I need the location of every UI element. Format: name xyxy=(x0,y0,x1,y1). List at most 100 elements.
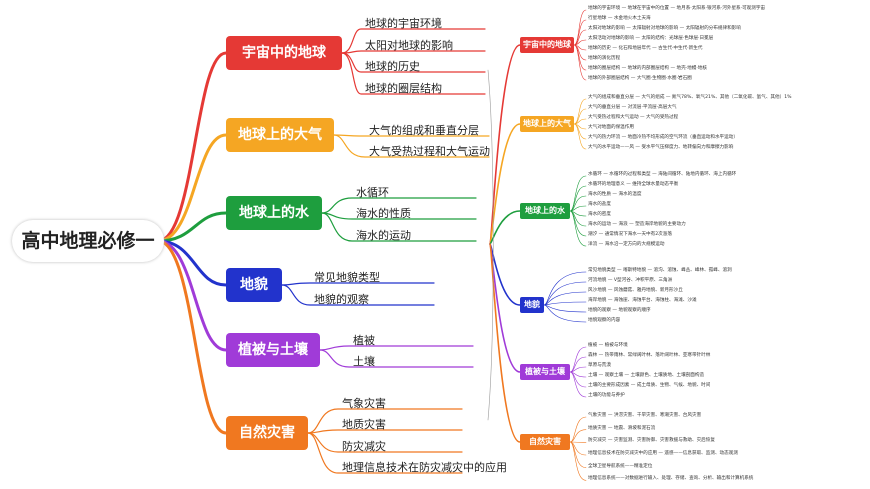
branch-label: 地球上的大气 xyxy=(238,127,322,143)
connector-veg-leaf-0 xyxy=(319,345,474,351)
leaf-water-0[interactable]: 水循环 xyxy=(356,186,389,199)
right-line-0-5: 地球的演化历程 xyxy=(588,56,621,61)
right-line-2-5: 海水的运动 — 海浪 — 塑造海岸地貌的主要动力 xyxy=(588,222,686,227)
right-sub-connector-5-0 xyxy=(569,416,587,443)
right-sub-connector-4-5 xyxy=(569,371,587,398)
right-line-0-4: 地球的历史 — 化石和地层年代 — 古生代·中生代·新生代 xyxy=(588,46,703,51)
leaf-water-2[interactable]: 海水的运动 xyxy=(356,229,411,242)
right-branch-5[interactable]: 自然灾害 xyxy=(520,434,570,450)
branch-label: 植被与土壤 xyxy=(238,342,308,358)
right-line-0-0: 地球的宇宙环境 — 地球在宇宙中的位置 — 地月系·太阳系·银河系·河外星系·可… xyxy=(588,6,766,11)
right-line-2-2: 海水的性质 — 海水的温度 xyxy=(588,192,642,197)
branch-disaster[interactable]: 自然灾害 xyxy=(226,416,308,450)
right-line-3-4: 地貌的观察 — 地貌观察的顺序 xyxy=(588,308,651,313)
right-line-0-2: 太阳对地球的影响 — 太阳辐射对地球的影响 — 太阳辐射的分布规律和影响 xyxy=(588,26,741,31)
leaf-disaster-3[interactable]: 地理信息技术在防灾减灾中的应用 xyxy=(342,461,507,474)
leaf-veg-1[interactable]: 土壤 xyxy=(353,355,375,368)
branch-label: 地球上的水 xyxy=(239,205,309,221)
connector-disaster-leaf-0 xyxy=(307,408,463,434)
connector-veg-leaf-1 xyxy=(319,349,474,368)
right-sub-connector-1-5 xyxy=(573,123,587,150)
connector-atmos-leaf-1 xyxy=(333,134,490,158)
connector-disaster-leaf-3 xyxy=(307,432,463,474)
right-line-1-1: 大气的垂直分层 — 对流层·平流层·高层大气 xyxy=(588,105,677,110)
right-branch-4[interactable]: 植被与土壤 xyxy=(520,364,570,380)
connector-land-leaf-1 xyxy=(281,284,435,306)
right-line-2-0: 水循环 — 水循环的过程和类型 — 海陆间循环、陆地内循环、海上内循环 xyxy=(588,172,737,177)
right-line-1-3: 大气对地面的保温作用 xyxy=(588,125,634,130)
connector-root-space xyxy=(156,51,228,243)
right-line-4-0: 植被 — 植被与环境 xyxy=(588,343,628,348)
right-line-5-5: 地理信息系统——对数据进行输入、处理、存储、查询、分析、输出和计算机系统 xyxy=(588,476,754,482)
right-sub-connector-3-5 xyxy=(543,304,587,323)
connector-root-water xyxy=(156,211,228,243)
leaf-water-1[interactable]: 海水的性质 xyxy=(356,207,411,220)
right-sub-connector-0-7 xyxy=(573,44,587,81)
right-spine xyxy=(487,69,494,421)
leaf-disaster-1[interactable]: 地质灾害 xyxy=(342,418,386,431)
connector-water-leaf-0 xyxy=(321,197,477,214)
branch-space[interactable]: 宇宙中的地球 xyxy=(226,36,342,70)
branch-water[interactable]: 地球上的水 xyxy=(226,196,322,230)
right-line-5-3: 地理信息技术在防灾减灾中的应用 — 遥感——信息获取、监测、动态观测 xyxy=(588,451,738,456)
right-sub-connector-1-4 xyxy=(573,123,587,140)
connector-water-leaf-2 xyxy=(321,212,477,242)
right-line-4-4: 土壤的主要形成因素 — 成土母质、生物、气候、地貌、时间 xyxy=(588,383,711,388)
right-line-5-1: 地质灾害 — 地震、滑坡和泥石流 xyxy=(588,425,656,431)
right-branch-2[interactable]: 地球上的水 xyxy=(520,203,570,219)
leaf-veg-0[interactable]: 植被 xyxy=(353,334,375,347)
right-line-3-1: 河流地貌 — V型河谷、冲积平原、三角洲 xyxy=(588,278,673,283)
right-line-3-2: 风沙地貌 — 风蚀蘑菇、雅丹地貌、新月形沙丘 xyxy=(588,288,683,293)
branch-label: 宇宙中的地球 xyxy=(242,45,326,61)
leaf-land-0[interactable]: 常见地貌类型 xyxy=(314,271,380,284)
right-line-2-7: 洋流 — 海水沿一定方向的大规模运动 xyxy=(588,242,665,247)
right-sub-connector-2-7 xyxy=(569,210,587,247)
connector-root-atmos xyxy=(156,133,228,243)
leaf-land-1[interactable]: 地貌的观察 xyxy=(314,293,369,306)
right-line-1-4: 大气的热力环流 — 地面冷热不均形成的空气环流（垂直运动和水平运动） xyxy=(588,135,738,140)
right-sub-connector-3-0 xyxy=(543,271,587,306)
right-sub-connector-2-0 xyxy=(569,175,587,212)
right-sub-connector-1-1 xyxy=(573,108,587,125)
branch-land[interactable]: 地貌 xyxy=(226,268,282,302)
leaf-space-0[interactable]: 地球的宇宙环境 xyxy=(365,17,442,30)
leaf-space-2[interactable]: 地球的历史 xyxy=(365,60,420,73)
right-line-2-1: 水循环的地理意义 — 维持全球水量动态平衡 xyxy=(588,182,679,187)
leaf-space-3[interactable]: 地球的圈层结构 xyxy=(365,82,442,95)
connector-root-land xyxy=(156,239,228,287)
right-line-5-4: 全球卫星导航系统——精准定位 xyxy=(588,463,653,469)
right-connector-1 xyxy=(489,123,521,245)
leaf-atmos-1[interactable]: 大气受热过程和大气运动 xyxy=(369,145,490,158)
root-node[interactable]: 高中地理必修一 xyxy=(12,220,164,262)
right-line-0-7: 地球的外部圈层结构 — 大气圈·生物圈·水圈·岩石圈 xyxy=(588,76,692,81)
right-branch-1[interactable]: 地球上的大气 xyxy=(520,116,574,132)
leaf-atmos-0[interactable]: 大气的组成和垂直分层 xyxy=(369,124,479,137)
right-line-1-5: 大气的水平运动——风 — 受水平气压梯度力、地转偏向力和摩擦力影响 xyxy=(588,145,734,150)
right-line-0-1: 行星地球 — 水金地火木土天海 xyxy=(588,16,651,21)
right-line-4-2: 草原与荒漠 xyxy=(588,363,611,368)
right-sub-connector-0-0 xyxy=(573,9,587,46)
branch-label: 自然灾害 xyxy=(239,425,295,441)
right-line-4-1: 森林 — 热带雨林、常绿阔叶林、落叶阔叶林、亚寒带针叶林 xyxy=(588,353,711,358)
right-line-2-3: 海水的盐度 xyxy=(588,202,611,207)
right-line-3-5: 地貌观察的内容 xyxy=(588,318,621,323)
right-line-0-6: 地球的圈层结构 — 地球的内部圈层结构 — 地壳·地幔·地核 xyxy=(588,66,708,71)
branch-veg[interactable]: 植被与土壤 xyxy=(226,333,320,367)
root-title: 高中地理必修一 xyxy=(21,230,155,252)
connector-root-veg xyxy=(156,239,228,352)
right-line-5-0: 气象灾害 — 洪涝灾害、干旱灾害、寒潮灾害、台风灾害 xyxy=(588,413,702,418)
right-branch-3[interactable]: 地貌 xyxy=(520,297,544,313)
right-branch-0[interactable]: 宇宙中的地球 xyxy=(520,37,574,53)
branch-atmos[interactable]: 地球上的大气 xyxy=(226,118,334,152)
right-connector-5 xyxy=(489,243,521,443)
right-connector-2 xyxy=(489,210,521,245)
right-line-4-5: 土壤的功能与养护 xyxy=(588,393,625,398)
leaf-space-1[interactable]: 太阳对地球的影响 xyxy=(365,39,453,52)
right-sub-connector-1-0 xyxy=(573,98,587,125)
leaf-disaster-2[interactable]: 防灾减灾 xyxy=(342,440,386,453)
right-line-5-2: 防灾减灾 — 灾害监测、灾害防御、灾害救援与救助、灾后恢复 xyxy=(588,438,715,444)
leaf-disaster-0[interactable]: 气象灾害 xyxy=(342,397,386,410)
connector-root-disaster xyxy=(156,239,228,435)
right-sub-connector-5-1 xyxy=(569,429,587,443)
